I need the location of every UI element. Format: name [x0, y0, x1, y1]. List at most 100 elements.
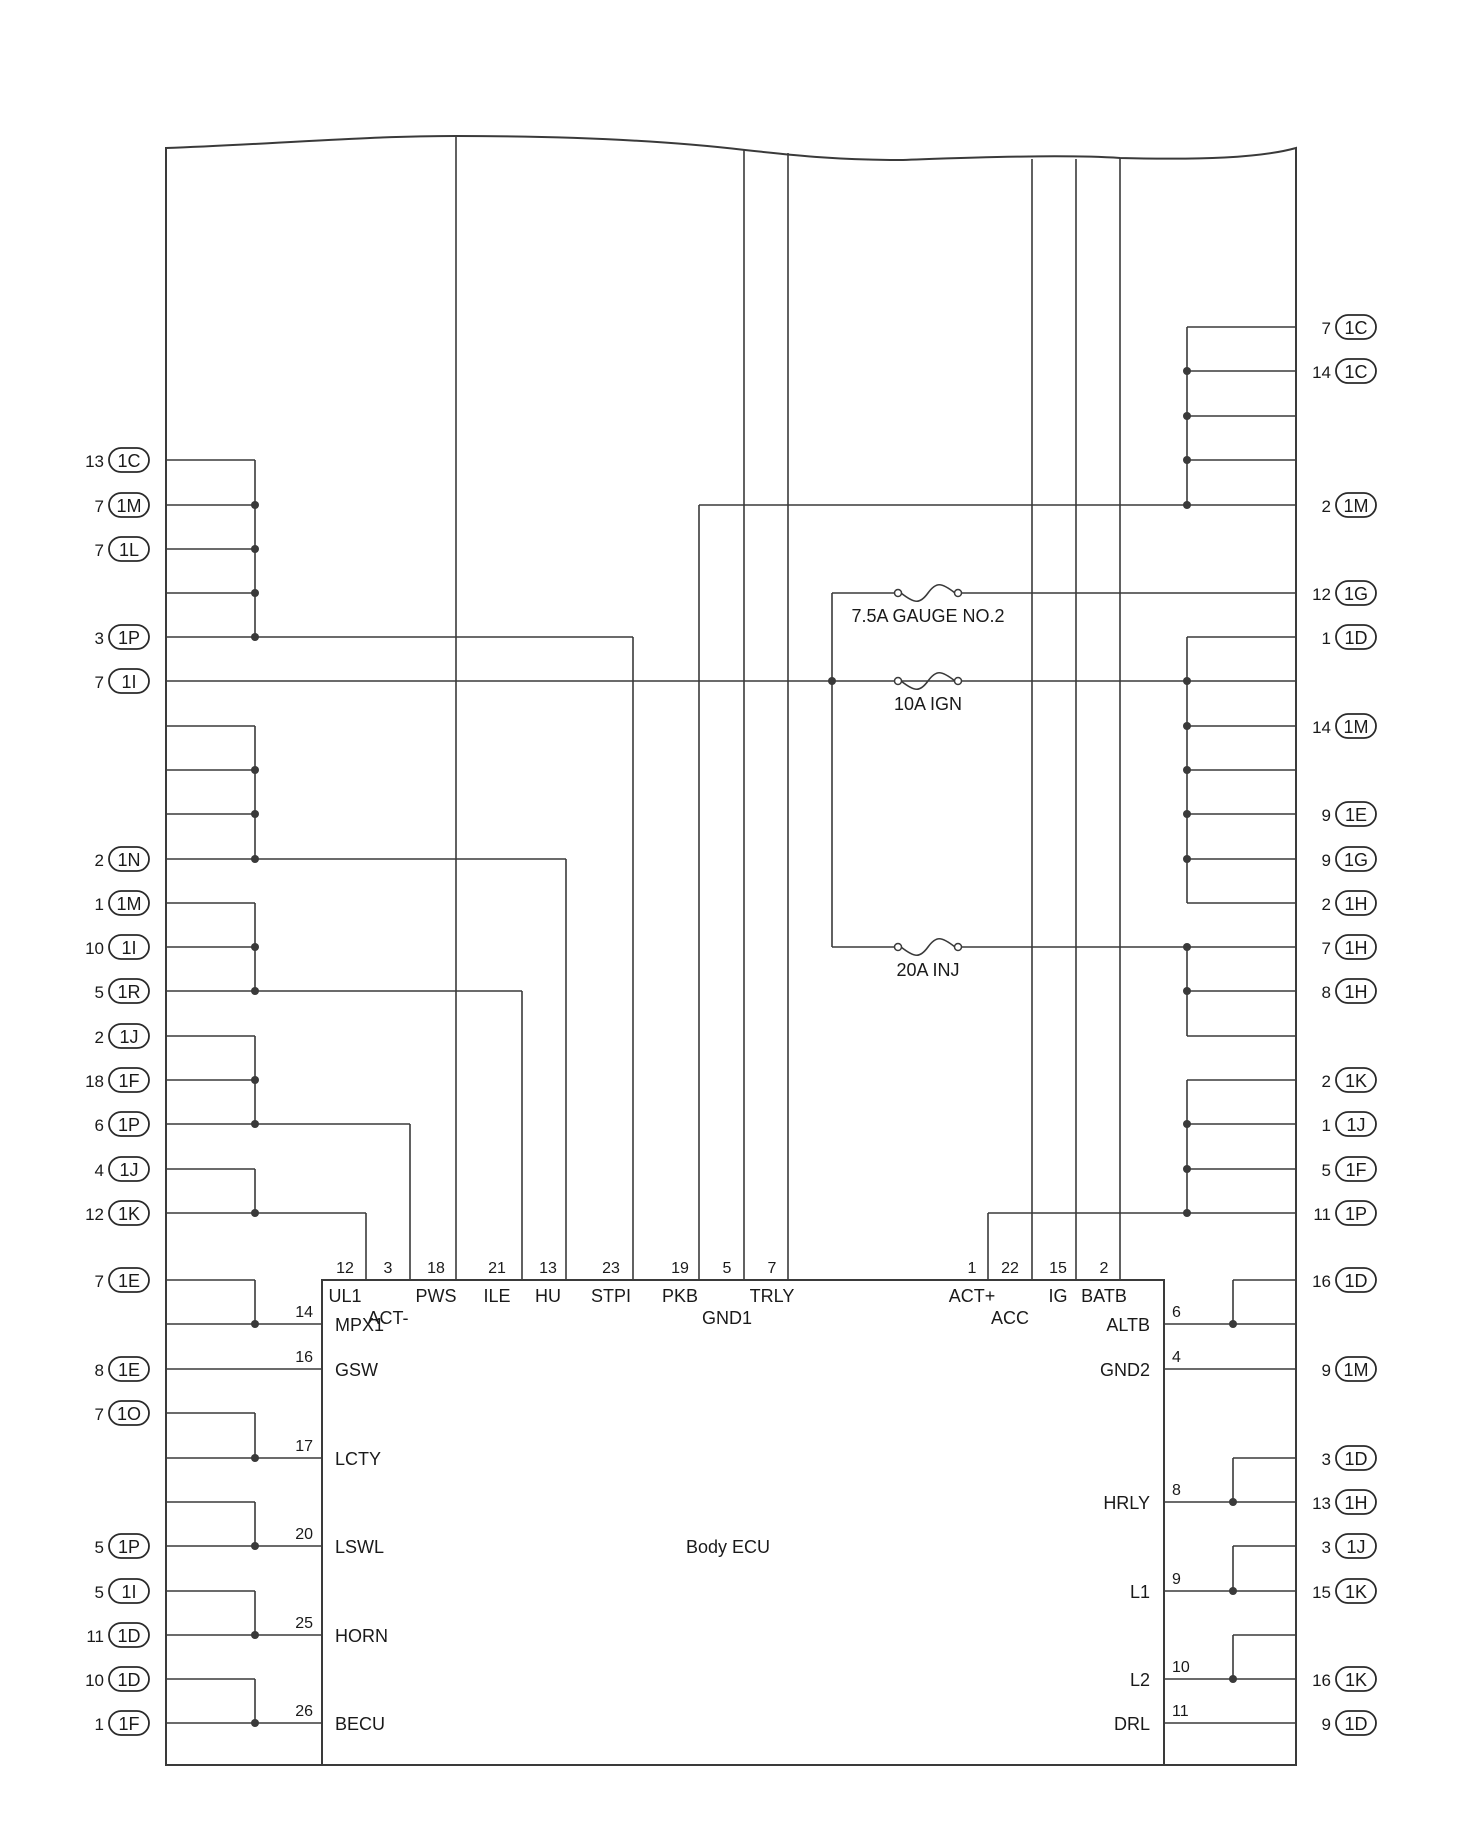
pin-name: GND1 — [702, 1308, 752, 1328]
connector-badge — [108, 1111, 150, 1137]
connector-badge — [108, 624, 150, 650]
pin-number: 2 — [1100, 1260, 1109, 1277]
connector-badge — [108, 447, 150, 473]
pin-name: LCTY — [335, 1449, 381, 1469]
pin-name: DRL — [1114, 1714, 1150, 1734]
fuse-terminal — [953, 676, 963, 686]
pin-number: 19 — [671, 1260, 689, 1277]
pin-number: 13 — [539, 1260, 557, 1277]
pin-number: 8 — [1172, 1482, 1181, 1499]
left-connector-3: 3 1P — [95, 624, 150, 650]
connector-number: 7 — [95, 497, 104, 516]
connector-number: 2 — [1322, 1072, 1331, 1091]
connector-badge — [1335, 801, 1377, 827]
pin-number: 17 — [295, 1438, 313, 1455]
connector-code: 1N — [117, 850, 140, 870]
connector-number: 5 — [95, 983, 104, 1002]
connector-badge — [1335, 1578, 1377, 1604]
junction-dots — [251, 367, 1237, 1727]
pin-name: BATB — [1081, 1286, 1127, 1306]
fuse-terminal — [893, 676, 903, 686]
connector-code: 1H — [1344, 894, 1367, 914]
diagram-frame — [165, 134, 1297, 1766]
connector-number: 16 — [1312, 1272, 1331, 1291]
connector-badge — [108, 1267, 150, 1293]
connector-code: 1J — [1346, 1537, 1365, 1557]
pin-name: STPI — [591, 1286, 631, 1306]
connector-number: 10 — [85, 939, 104, 958]
pin-name: ALTB — [1106, 1315, 1150, 1335]
connector-code: 1G — [1344, 584, 1368, 604]
fuse-terminal — [893, 588, 903, 598]
pin-number: 15 — [1049, 1260, 1067, 1277]
connector-number: 11 — [86, 1627, 104, 1646]
connector-number: 7 — [1322, 939, 1331, 958]
connector-badge — [108, 934, 150, 960]
pin-number: 10 — [1172, 1659, 1190, 1676]
connector-badge — [1335, 1710, 1377, 1736]
connector-number: 16 — [1312, 1671, 1331, 1690]
connector-code: 1F — [118, 1071, 139, 1091]
connector-badge — [1335, 1445, 1377, 1471]
connector-number: 9 — [1322, 851, 1331, 870]
connector-badge — [108, 846, 150, 872]
connector-number: 18 — [85, 1072, 104, 1091]
ecu-side-pins: 14MPX116GSW17LCTY20LSWL25HORN26BECU6ALTB… — [295, 1304, 1190, 1734]
pin-number: 1 — [968, 1260, 977, 1277]
connector-badge — [1335, 1111, 1377, 1137]
pin-number: 22 — [1001, 1260, 1019, 1277]
connector-code: 1P — [118, 628, 140, 648]
connector-badge — [108, 1067, 150, 1093]
connector-badge — [108, 1710, 150, 1736]
fuse-terminal — [953, 588, 963, 598]
pin-name: HU — [535, 1286, 561, 1306]
connector-badge — [108, 536, 150, 562]
pin-name: LSWL — [335, 1537, 384, 1557]
body-ecu-box — [321, 1279, 1165, 1766]
connector-code: 1I — [121, 1582, 136, 1602]
connector-code: 1C — [1344, 318, 1367, 338]
fuse-terminal — [893, 942, 903, 952]
pin-number: 11 — [1172, 1703, 1189, 1720]
connector-number: 3 — [95, 629, 104, 648]
connector-badge — [108, 1200, 150, 1226]
connector-badge — [108, 1156, 150, 1182]
connector-number: 5 — [95, 1583, 104, 1602]
connector-badge — [1335, 1489, 1377, 1515]
connector-badge — [1335, 1533, 1377, 1559]
pin-number: 23 — [602, 1260, 620, 1277]
connector-number: 3 — [1322, 1538, 1331, 1557]
connector-badge — [108, 890, 150, 916]
connector-code: 1C — [1344, 362, 1367, 382]
connector-code: 1K — [1345, 1582, 1367, 1602]
pin-number: 16 — [295, 1349, 313, 1366]
connector-badge — [1335, 1356, 1377, 1382]
connector-code: 1I — [121, 938, 136, 958]
